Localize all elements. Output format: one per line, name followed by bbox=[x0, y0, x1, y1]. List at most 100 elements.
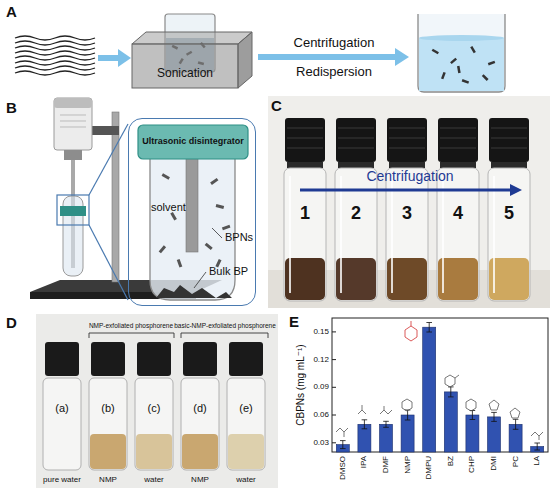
node-outline bbox=[338, 162, 374, 168]
bar-chart bbox=[488, 417, 501, 452]
bar-chart bbox=[332, 318, 548, 452]
arrow-label: Centrifugation bbox=[366, 169, 453, 184]
node-outline bbox=[338, 148, 374, 149]
node-outline bbox=[491, 128, 527, 129]
node-text: (c) bbox=[148, 402, 161, 414]
chemical-structure bbox=[402, 399, 412, 411]
beaker-dispersion bbox=[418, 14, 505, 92]
node-outline bbox=[287, 128, 323, 129]
node-outline bbox=[437, 168, 479, 301]
node-text: solvent bbox=[151, 201, 186, 213]
node-outline bbox=[132, 44, 238, 88]
node-outline bbox=[136, 434, 172, 469]
node-outline bbox=[45, 342, 79, 376]
process-arrow bbox=[98, 55, 119, 61]
node-outline bbox=[491, 138, 527, 139]
bulk-layers bbox=[15, 71, 95, 75]
tube-interior bbox=[212, 228, 222, 238]
beaker-dispersion bbox=[462, 79, 469, 84]
group-label: basic-NMP-exfoliated phosphorene bbox=[174, 322, 276, 329]
panel-letter: B bbox=[6, 100, 17, 117]
node-outline bbox=[335, 168, 377, 301]
chemical-structure bbox=[336, 321, 543, 440]
disintegrator-cap: Ultrasonic disintegrator bbox=[138, 125, 248, 159]
node-outline bbox=[285, 118, 325, 162]
node-outline bbox=[338, 138, 374, 139]
centrifugation-arrow bbox=[510, 184, 522, 196]
bar-chart bbox=[380, 424, 393, 452]
chemical-structure bbox=[445, 375, 459, 387]
node-outline bbox=[440, 148, 476, 149]
bar-chart bbox=[423, 327, 436, 452]
sonicator-stand bbox=[60, 115, 86, 116]
tick-label: 0.09 bbox=[313, 383, 329, 392]
category-label: DMF bbox=[382, 456, 391, 473]
tube-interior bbox=[170, 212, 177, 220]
tube-interior bbox=[150, 152, 235, 300]
node-outline bbox=[181, 378, 219, 470]
vial: 1 bbox=[282, 118, 328, 303]
node-outline bbox=[287, 148, 323, 149]
beaker-dispersion bbox=[450, 58, 457, 64]
node-text: 2 bbox=[351, 204, 361, 224]
panel-letter: C bbox=[271, 98, 282, 115]
node-outline bbox=[440, 162, 476, 168]
sonicator-stand bbox=[112, 112, 119, 282]
bar-chart bbox=[466, 415, 479, 452]
group-bracket bbox=[181, 333, 268, 338]
bulk-layers bbox=[15, 41, 95, 45]
bulk-layers bbox=[15, 46, 95, 50]
tube-interior bbox=[210, 178, 218, 185]
node-text: Ultrasonic disintegrator bbox=[138, 137, 248, 147]
node-outline bbox=[389, 162, 425, 168]
bulk-layers bbox=[15, 56, 95, 60]
chemical-structure bbox=[380, 406, 392, 414]
bar-chart bbox=[444, 392, 457, 452]
node-outline bbox=[389, 128, 425, 129]
node-outline bbox=[132, 32, 252, 44]
node-text: 3 bbox=[402, 204, 412, 224]
sonicator-stand bbox=[60, 121, 86, 122]
inset-box: Ultrasonic disintegratorsolventBPNsBulk … bbox=[128, 118, 256, 306]
node-outline bbox=[89, 378, 127, 470]
vial: 4 bbox=[435, 118, 481, 303]
vial: 5 bbox=[486, 118, 532, 303]
vial: (b)NMP bbox=[88, 342, 128, 472]
node-text: 5 bbox=[504, 204, 514, 224]
bar-chart bbox=[336, 327, 543, 452]
tube-interior bbox=[186, 156, 198, 252]
tick-label: 0.15 bbox=[313, 327, 329, 336]
node-outline bbox=[238, 32, 252, 88]
node-outline bbox=[386, 168, 428, 301]
category-label: DMPU bbox=[425, 456, 434, 480]
vial: 3 bbox=[384, 118, 430, 303]
step-label: Centrifugation bbox=[294, 36, 375, 50]
axis-title: CBPNs (mg mL⁻¹) bbox=[295, 344, 306, 425]
node-text: Sonication bbox=[157, 67, 213, 80]
chemical-structure bbox=[466, 399, 476, 411]
chemical-structure bbox=[531, 432, 543, 440]
tube-interior bbox=[194, 272, 206, 288]
node-outline bbox=[442, 176, 444, 293]
node-outline bbox=[338, 128, 374, 129]
step-label: Redispersion bbox=[296, 65, 372, 79]
node-outline bbox=[491, 148, 527, 149]
sonicator-stand bbox=[54, 98, 92, 108]
beaker-dispersion bbox=[419, 35, 504, 41]
panel-letter: E bbox=[289, 314, 299, 331]
beaker-dispersion bbox=[419, 38, 504, 91]
node-outline bbox=[287, 162, 323, 168]
category-label: BZ bbox=[446, 456, 455, 466]
chemical-structure bbox=[336, 428, 348, 437]
bar-chart bbox=[332, 332, 336, 443]
node-outline bbox=[440, 138, 476, 139]
bulk-layers bbox=[15, 36, 95, 75]
tube-interior bbox=[156, 285, 232, 298]
bulk-layers bbox=[15, 61, 95, 65]
beaker-dispersion bbox=[482, 74, 489, 81]
node-outline bbox=[138, 125, 248, 159]
sonicator-stand bbox=[89, 124, 128, 195]
group-bracket bbox=[89, 333, 174, 338]
